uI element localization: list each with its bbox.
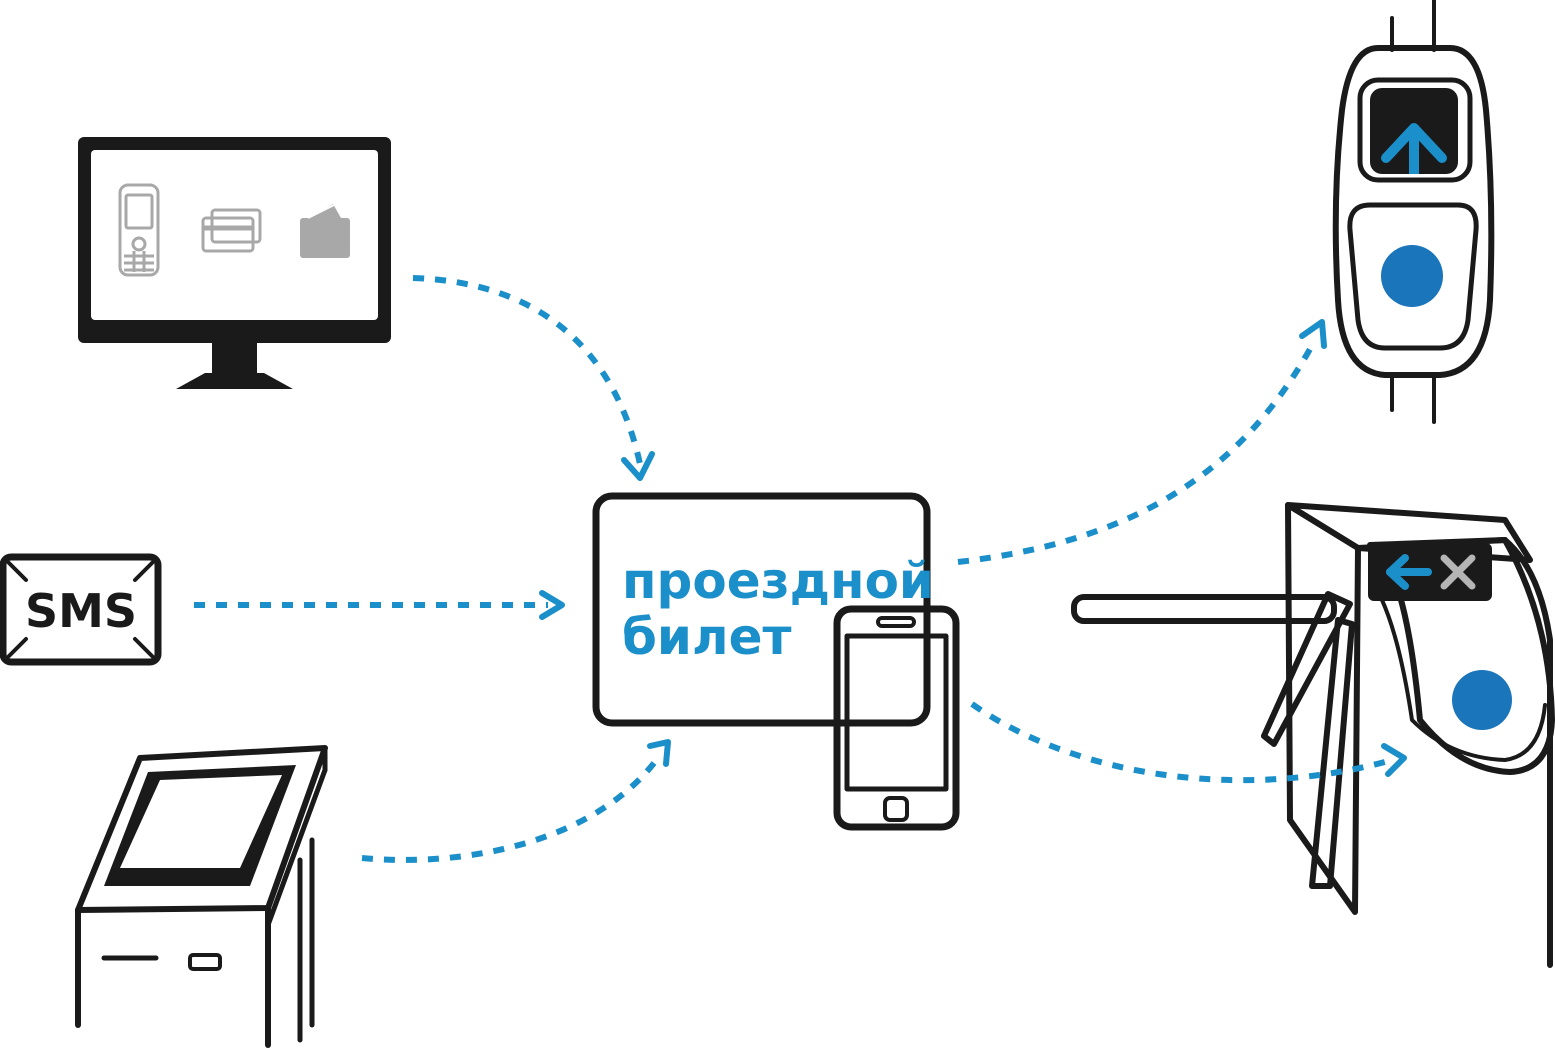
metro-turnstile-icon [1071, 502, 1555, 968]
turnstile-tap-spot [1452, 670, 1512, 730]
arrowhead-turnstile [1381, 743, 1407, 777]
sms-label: SMS [25, 584, 137, 638]
arrow-monitor-to-ticket [412, 275, 643, 465]
bus-validator-icon [1332, 0, 1495, 424]
arrow-ticket-to-turnstile [970, 701, 1393, 784]
arrow-kiosk-to-ticket [361, 753, 663, 863]
arrow-up-icon [1381, 123, 1447, 174]
mobile-phone-icon [118, 183, 160, 277]
ticket-title-line2: билет [622, 608, 791, 666]
validator-tap-spot [1381, 245, 1443, 307]
bank-cards-icon [201, 208, 262, 253]
arrowhead-kiosk [647, 739, 671, 767]
payment-kiosk-icon [75, 745, 328, 1048]
travel-ticket-card: проездной билет [592, 492, 934, 727]
arrow-left-icon [1386, 554, 1432, 590]
arrowhead-monitor [621, 451, 655, 481]
arrow-ticket-to-validator [957, 338, 1318, 565]
ticket-title-line1: проездной [622, 552, 934, 610]
cross-icon [1440, 554, 1476, 590]
monitor-icon [78, 137, 391, 389]
arrowhead-validator [1299, 319, 1327, 349]
sms-envelope-icon: SMS [0, 553, 162, 666]
flow-arrows [194, 275, 1407, 863]
arrowhead-sms [539, 590, 565, 620]
smartphone-icon [833, 605, 960, 831]
wallet-icon [300, 203, 350, 258]
